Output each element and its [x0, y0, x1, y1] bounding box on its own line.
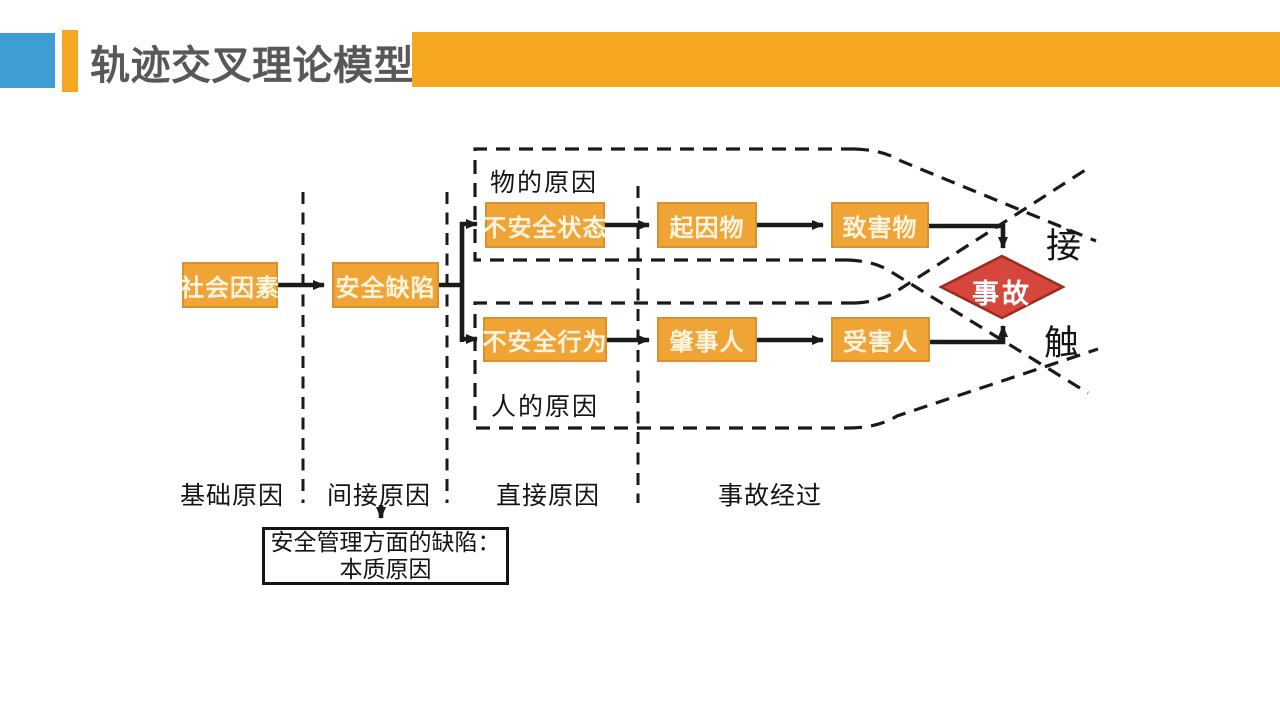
label-stage-course: 事故经过: [717, 482, 822, 510]
label-stage-basic: 基础原因: [179, 482, 284, 510]
header-orange-band-decoration: [412, 32, 1280, 87]
human-region-top-trajectory: [854, 165, 1091, 305]
object-region-top-trajectory: [854, 147, 1097, 243]
header-orange-accent-bar: [62, 30, 78, 92]
management-defect-line2: 本质原因: [339, 556, 432, 582]
node-safety-defect: 安全缺陷: [332, 262, 439, 308]
node-harmful-object: 致害物: [831, 202, 929, 248]
label-contact-top: 接: [1046, 227, 1082, 266]
header-blue-square-decoration: [0, 33, 55, 88]
arrow-victim-to-accident: [929, 325, 1008, 345]
label-object-cause: 物的原因: [490, 169, 599, 197]
human-region-frame: [473, 301, 855, 430]
label-human-cause: 人的原因: [491, 393, 600, 421]
label-contact-bottom: 触: [1044, 324, 1080, 363]
node-initiating-object: 起因物: [657, 202, 757, 248]
management-defect-line1: 安全管理方面的缺陷：: [270, 529, 501, 555]
node-unsafe-state: 不安全状态: [483, 202, 607, 248]
object-region-bottom-trajectory: [847, 258, 1089, 395]
label-stage-indirect: 间接原因: [326, 482, 431, 510]
arrow-harmful-to-accident: [929, 223, 1008, 249]
label-stage-direct: 直接原因: [495, 482, 600, 510]
node-unsafe-behavior: 不安全行为: [483, 317, 607, 362]
human-region-bottom-trajectory: [847, 347, 1099, 430]
object-region-frame: [473, 147, 855, 262]
management-defect-box: 安全管理方面的缺陷： 本质原因: [262, 527, 509, 585]
node-victim: 受害人: [831, 317, 930, 362]
accident-diamond: [938, 254, 1066, 320]
node-perpetrator: 肇事人: [657, 317, 757, 362]
accident-label: 事故: [972, 279, 1032, 309]
slide-title: 轨迹交叉理论模型: [90, 44, 414, 88]
node-social-factors: 社会因素: [180, 262, 279, 308]
